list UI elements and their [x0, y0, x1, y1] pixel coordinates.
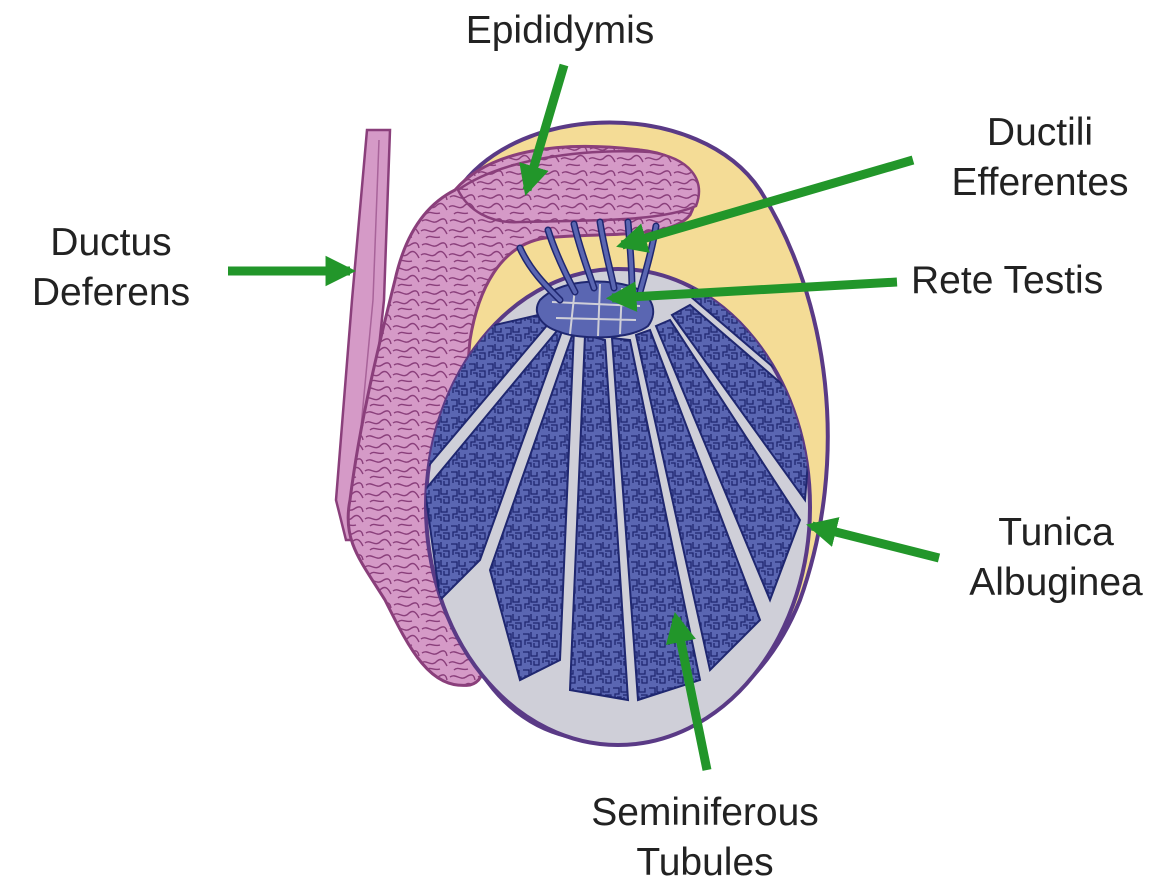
label-epididymis: Epididymis [440, 6, 680, 56]
label-tunica-albuginea: Tunica Albuginea [945, 508, 1167, 608]
label-seminiferous-tubules: Seminiferous Tubules [555, 788, 855, 888]
arrow-tunica-albuginea [812, 526, 939, 558]
label-rete-testis: Rete Testis [911, 256, 1161, 306]
label-ductus-deferens: Ductus Deferens [6, 218, 216, 318]
label-ductili-efferentes: Ductili Efferentes [920, 108, 1160, 208]
